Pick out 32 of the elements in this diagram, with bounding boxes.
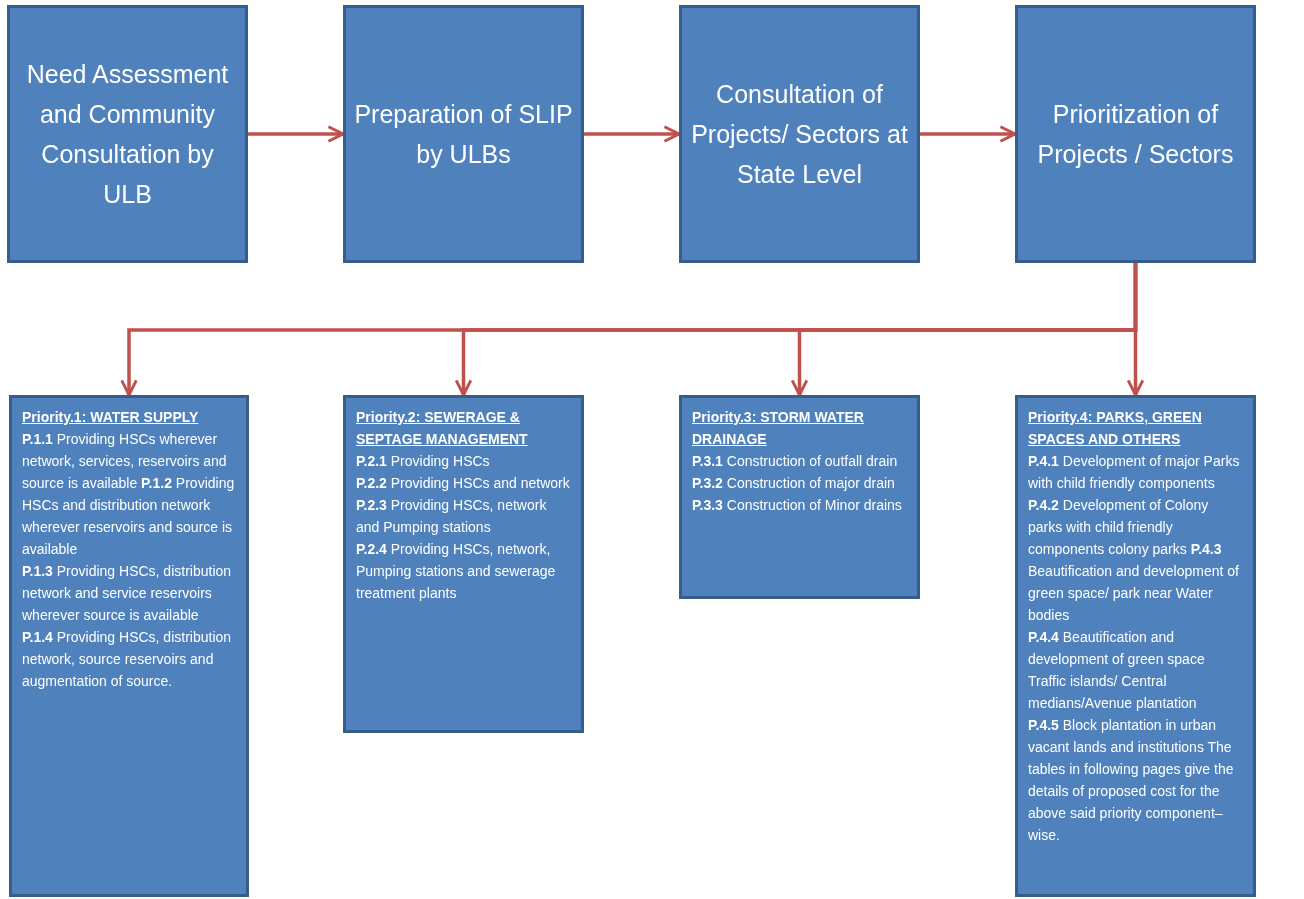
process-box xyxy=(679,395,920,599)
box-heading: Priority.2: SEWERAGE & SEPTAGE MANAGEMENT xyxy=(356,408,529,449)
arrow xyxy=(248,125,345,143)
process-box xyxy=(1015,5,1256,263)
process-box xyxy=(343,395,584,733)
box-label: Need Assessment and Community Consultation by ULB xyxy=(25,59,230,210)
box-text: P.1.4 Providing HSCs, distribution network, source reservoirs and augmentation of source. xyxy=(22,628,233,691)
box-text: P.1.1 Providing HSCs wherever network, services, reservoirs and source is available P.1.2 Providing HSCs and distribution network wherever reservoirs and source is available xyxy=(22,430,236,559)
process-box xyxy=(1015,395,1256,897)
process-box xyxy=(9,395,249,897)
box-text: P.2.3 Providing HSCs, network and Pumping stations xyxy=(356,496,548,537)
arrow xyxy=(920,125,1017,143)
box-text: P.2.4 Providing HSCs, network, Pumping stations and sewerage treatment plants xyxy=(356,540,557,603)
box-heading: Priority.1: WATER SUPPLY xyxy=(22,408,200,427)
arrow xyxy=(584,125,681,143)
box-label: Preparation of SLIP by ULBs xyxy=(354,99,573,170)
box-text: P.1.3 Providing HSCs, distribution network and service reservoirs wherever source is available xyxy=(22,562,233,625)
box-label: Prioritization of Projects / Sectors xyxy=(1036,99,1235,170)
box-heading: Priority.3: STORM WATER DRAINAGE xyxy=(692,408,865,449)
box-text: P.3.1 Construction of outfall drain P.3.2 Construction of major drain P.3.3 Construction of Minor drains xyxy=(692,452,903,515)
process-box xyxy=(7,5,248,263)
box-text: P.4.1 Development of major Parks with child friendly components xyxy=(1028,452,1241,493)
process-box xyxy=(679,5,920,263)
arrow xyxy=(1126,263,1145,397)
box-text: P.2.2 Providing HSCs and network xyxy=(356,474,571,493)
box-label: Consultation of Projects/ Sectors at State Level xyxy=(690,79,909,190)
box-text: P.2.1 Providing HSCs xyxy=(356,452,491,471)
box-text: P.4.2 Development of Colony parks with child friendly components colony parks P.4.3 Beautification and development of green space/ park near Water bodies xyxy=(1028,496,1240,625)
box-text: P.4.4 Beautification and development of green space Traffic islands/ Central medians/Avenue plantation xyxy=(1028,628,1206,713)
process-box xyxy=(343,5,584,263)
box-text: P.4.5 Block plantation in urban vacant lands and institutions The tables in following pages give the details of proposed cost for the above said priority component–wise. xyxy=(1028,716,1235,845)
box-heading: Priority.4: PARKS, GREEN SPACES AND OTHERS xyxy=(1028,408,1203,449)
